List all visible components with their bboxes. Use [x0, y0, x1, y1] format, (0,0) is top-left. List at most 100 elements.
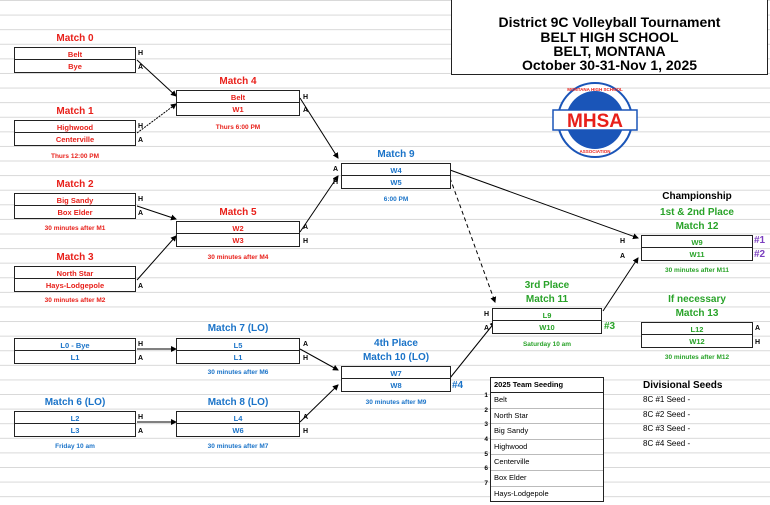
match-8-title: Match 8 (LO): [207, 397, 269, 408]
match-9-team-top: W4: [341, 163, 451, 176]
seed-team: Hays-Lodgepole: [494, 488, 549, 498]
match-10-caption: 4th Place: [374, 338, 418, 349]
seed-row: Hays-Lodgepole: [491, 487, 603, 502]
away-label: A: [138, 137, 144, 144]
home-label: H: [138, 50, 144, 57]
tournament-title: District 9C Volleyball Tournament: [498, 14, 721, 30]
match-5-time: 30 minutes after M4: [207, 254, 269, 261]
match-6-team-top: L2: [14, 411, 136, 424]
match-1-team-top: Highwood: [14, 120, 136, 133]
match-9-time: 6:00 PM: [383, 196, 409, 203]
match-13-caption: If necessary: [668, 294, 726, 305]
match-10-box: W7 W8: [341, 366, 451, 392]
match-13-team-bottom: W12: [641, 335, 753, 348]
match-13-time: 30 minutes after M12: [664, 354, 730, 361]
championship-subcaption: 1st & 2nd Place: [660, 207, 734, 218]
match-12-time: 30 minutes after M11: [665, 267, 729, 274]
seed-row: Box Elder: [491, 471, 603, 487]
match-0-team-top: Belt: [14, 47, 136, 60]
seed-team: Belt: [494, 395, 507, 404]
home-label: H: [303, 428, 309, 435]
match-3-box: North Star Hays-Lodgepole: [14, 266, 136, 292]
away-label: A: [620, 253, 626, 260]
match-4-box: Belt W1: [176, 90, 300, 116]
home-label: H: [620, 238, 626, 245]
home-label: H: [333, 179, 339, 186]
match-2-title: Match 2: [56, 179, 94, 190]
home-label: H: [303, 94, 309, 101]
seed-number: 6: [484, 465, 488, 472]
match-5-title: Match 5: [219, 207, 257, 218]
match-6-team-bottom: L3: [14, 424, 136, 437]
seed-2-badge: #2: [754, 249, 766, 260]
match-11-team-bottom: W10: [492, 321, 602, 334]
tournament-dates: October 30-31-Nov 1, 2025: [521, 57, 698, 73]
match-8-team-top: L4: [176, 411, 300, 424]
match-9-title: Match 9: [377, 149, 415, 160]
match-11-time: Saturday 10 am: [522, 341, 572, 348]
match-12-title: Match 12: [675, 221, 719, 232]
seed-row: Highwood: [491, 440, 603, 456]
seed-1-badge: #1: [754, 235, 766, 246]
match-10-time: 30 minutes after M9: [365, 399, 427, 406]
match-3-team-bottom: Hays-Lodgepole: [14, 279, 136, 292]
away-label: A: [484, 325, 490, 332]
match-11-title: Match 11: [525, 294, 569, 305]
seed-row: Centerville: [491, 455, 603, 471]
match-4-team-bottom: W1: [176, 103, 300, 116]
match-1-box: Highwood Centerville: [14, 120, 136, 146]
home-label: H: [138, 341, 144, 348]
home-label: H: [138, 414, 144, 421]
seed-team: North Star: [494, 410, 529, 420]
match-1-time: Thurs 12:00 PM: [50, 153, 100, 160]
lo-bye-team-bottom: L1: [14, 351, 136, 364]
seed-row: Belt: [491, 393, 603, 409]
match-1-title: Match 1: [56, 106, 94, 117]
home-label: H: [303, 238, 309, 245]
team-seeding-table: 2025 Team Seeding Belt North Star Big Sa…: [490, 377, 604, 503]
match-6-title: Match 6 (LO): [44, 397, 106, 408]
divisional-seed-item: 8C #4 Seed -: [643, 438, 691, 448]
divisional-seeds-list: 8C #1 Seed - 8C #2 Seed - 8C #3 Seed - 8…: [643, 393, 763, 451]
seed-number: 3: [484, 421, 488, 428]
match-5-team-bottom: W3: [176, 234, 300, 247]
lo-bye-team-top: L0 - Bye: [14, 338, 136, 351]
match-3-team-top: North Star: [14, 266, 136, 279]
match-0-title: Match 0: [56, 33, 94, 44]
away-label: A: [138, 210, 144, 217]
match-11-team-top: L9: [492, 308, 602, 321]
divisional-seed-item: 8C #2 Seed -: [643, 409, 691, 419]
match-13-team-top: L12: [641, 322, 753, 335]
seed-team: Highwood: [494, 441, 528, 451]
away-label: A: [138, 64, 144, 71]
away-label: A: [303, 414, 309, 421]
away-label: A: [333, 166, 339, 173]
home-label: H: [138, 123, 144, 130]
away-label: A: [303, 224, 309, 231]
match-4-time: Thurs 6:00 PM: [215, 124, 261, 131]
match-5-box: W2 W3: [176, 221, 300, 247]
match-12-team-top: W9: [641, 235, 753, 248]
match-10-team-top: W7: [341, 366, 451, 379]
match-4-title: Match 4: [219, 76, 257, 87]
match-12-box: W9 W11: [641, 235, 753, 261]
seed-team: Box Elder: [494, 472, 527, 482]
match-2-team-bottom: Box Elder: [14, 206, 136, 219]
seed-team: Big Sandy: [494, 426, 529, 436]
seed-number: 2: [484, 407, 488, 414]
match-6-time: Friday 10 am: [55, 443, 95, 450]
match-7-team-top: L5: [176, 338, 300, 351]
team-seeding-title: 2025 Team Seeding: [491, 378, 603, 393]
divisional-seed-item: 8C #1 Seed -: [643, 395, 691, 404]
mhsa-logo: MHSA MONTANA HIGH SCHOOL ASSOCIATION: [545, 80, 645, 160]
host-location: BELT, MONTANA: [553, 43, 666, 59]
match-7-title: Match 7 (LO): [207, 323, 269, 334]
seed-4-badge: #4: [452, 380, 464, 391]
match-7-team-bottom: L1: [176, 351, 300, 364]
mhsa-logo-graphic: MHSA MONTANA HIGH SCHOOL ASSOCIATION: [552, 82, 638, 158]
match-9-box: W4 W5: [341, 163, 451, 189]
match-10-team-bottom: W8: [341, 379, 451, 392]
host-school: BELT HIGH SCHOOL: [540, 29, 679, 45]
match-0-team-bottom: Bye: [14, 60, 136, 73]
